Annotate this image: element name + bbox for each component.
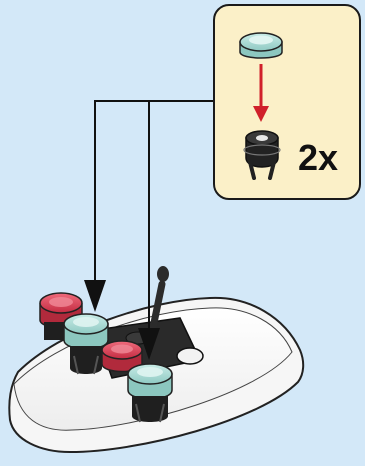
trans-light-blue-round-plate-icon	[240, 33, 282, 58]
quantity-label: 2x	[298, 140, 338, 176]
red-down-arrow-icon	[253, 64, 269, 122]
black-round-holder-icon	[244, 131, 280, 178]
